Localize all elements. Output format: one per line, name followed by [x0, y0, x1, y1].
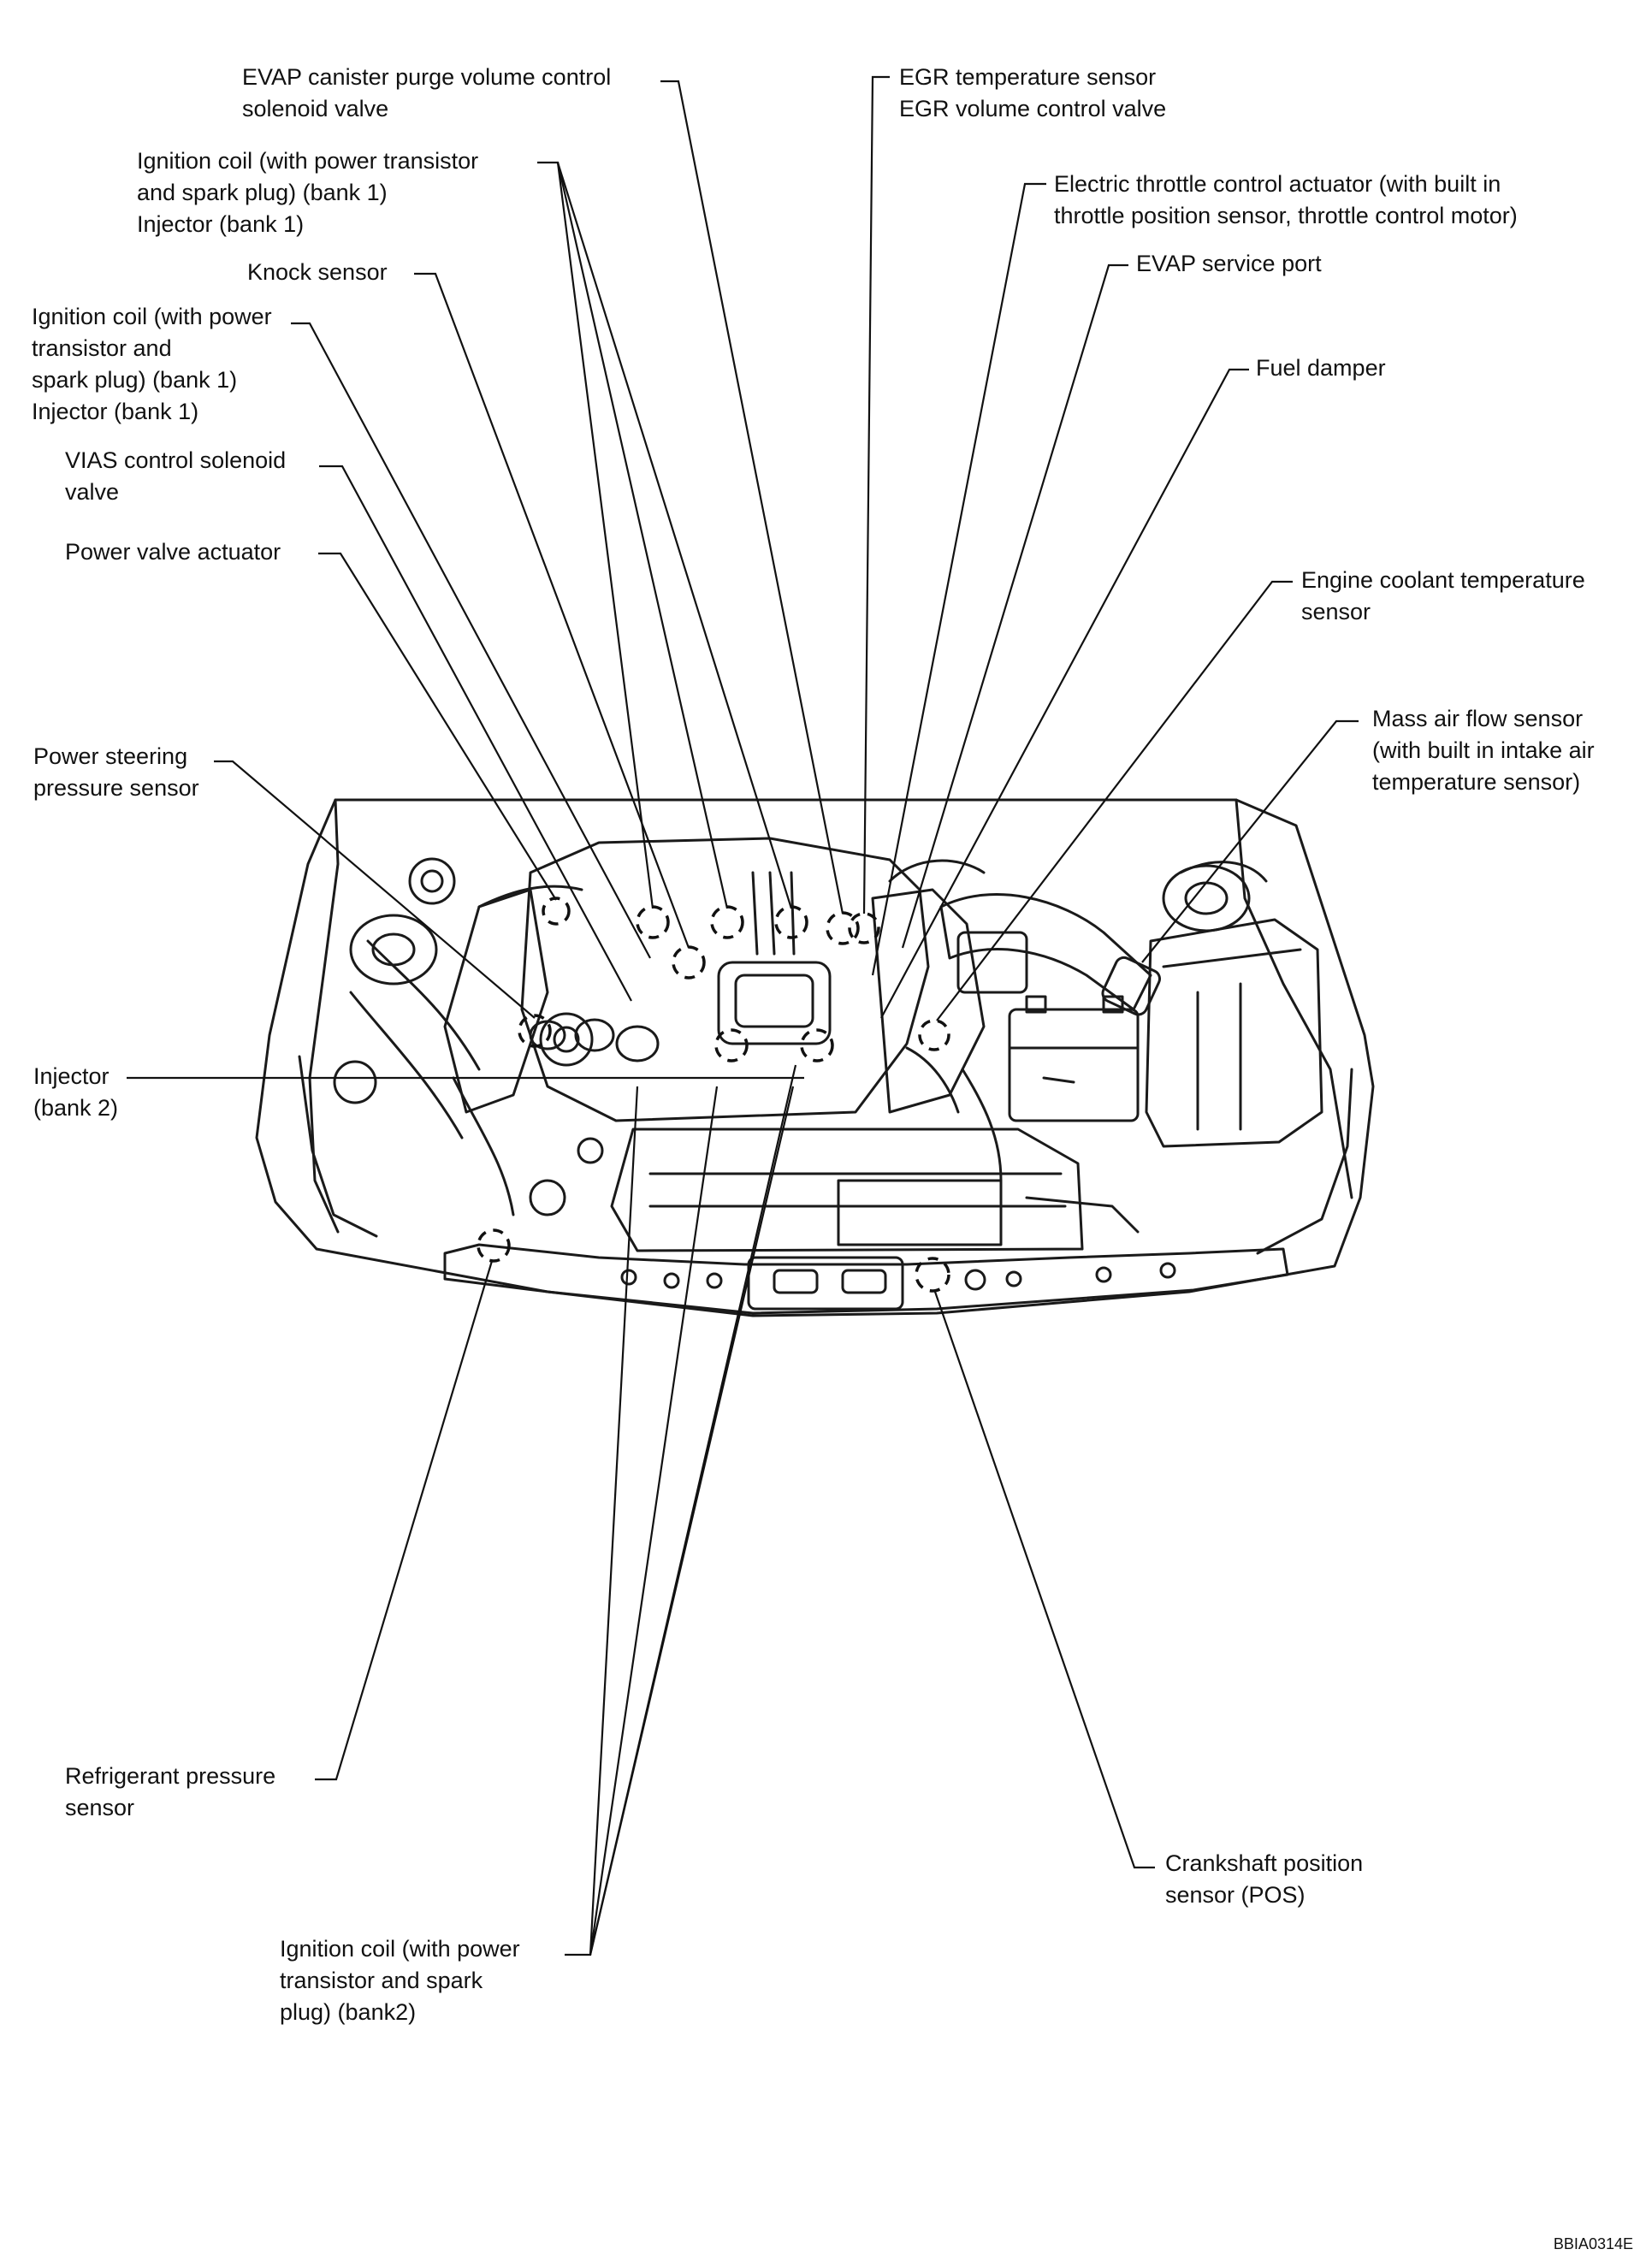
- marker-injector-bank2-a: [714, 1028, 749, 1062]
- label-ignition-coil-bank2: Ignition coil (with power transistor and…: [280, 1936, 520, 2025]
- left-fender-line: [308, 798, 340, 1234]
- strut-tower-right: [1162, 864, 1251, 932]
- leader-power-valve: [318, 552, 557, 901]
- leader-maf: [1141, 719, 1359, 963]
- leader-coil-bank1-a: [537, 161, 654, 909]
- marker-refrigerant: [477, 1228, 511, 1263]
- leader-coil-bank2: [565, 1086, 639, 1956]
- hood-outline: [255, 798, 1375, 1317]
- radiator-support: [443, 1243, 1289, 1315]
- label-injector-bank2: Injector (bank 2): [33, 1063, 119, 1121]
- leader-evap-purge: [660, 80, 844, 914]
- marker-coolant: [918, 1019, 950, 1051]
- leader-coolant: [936, 580, 1293, 1021]
- marker-coil-bank1-c: [636, 905, 670, 939]
- marker-vias: [542, 897, 571, 926]
- fuse-box: [956, 931, 1028, 994]
- label-knock-sensor: Knock sensor: [247, 259, 388, 285]
- right-inner-fender: [1256, 1068, 1353, 1255]
- label-mass-air-flow-sensor: Mass air flow sensor (with built in inta…: [1372, 706, 1595, 795]
- leader-fuel-damper: [880, 368, 1249, 1019]
- label-vias-control-solenoid: VIAS control solenoid valve: [65, 447, 287, 505]
- figure-id: BBIA0314E: [1553, 2235, 1633, 2252]
- label-coolant-temp-sensor: Engine coolant temperature sensor: [1301, 567, 1585, 624]
- leader-evap-port: [901, 263, 1128, 949]
- leader-ps: [214, 760, 536, 1019]
- label-ignition-coil-bank1-b: Ignition coil (with power transistor and…: [32, 304, 272, 424]
- right-fender-line: [1235, 798, 1353, 1199]
- air-cleaner: [1145, 918, 1323, 1148]
- leader-refrigerant: [315, 1260, 494, 1781]
- label-evap-service-port: EVAP service port: [1136, 251, 1322, 276]
- marker-egr: [848, 912, 880, 944]
- leader-egr: [862, 75, 890, 914]
- marker-knock: [672, 945, 706, 980]
- leader-crankshaft: [933, 1291, 1155, 1869]
- ps-reservoir: [539, 1012, 594, 1067]
- leader-knock: [414, 272, 690, 949]
- marker-coil-bank1-b: [710, 905, 744, 939]
- leader-coil-bank1-b: [291, 322, 651, 959]
- strut-tower-left: [349, 914, 438, 986]
- label-ignition-coil-bank1-a: Ignition coil (with power transistor and…: [137, 148, 479, 237]
- marker-power-valve: [518, 1014, 552, 1048]
- label-fuel-damper: Fuel damper: [1256, 355, 1386, 381]
- left-inner-fender: [298, 1055, 378, 1238]
- cylinder-head-right: [871, 888, 986, 1114]
- hood-latch: [747, 1256, 904, 1311]
- marker-crankshaft: [915, 1257, 950, 1293]
- brake-reservoir: [408, 857, 456, 905]
- intake-duct: [939, 893, 1152, 1011]
- label-refrigerant-pressure-sensor: Refrigerant pressure sensor: [65, 1763, 276, 1820]
- label-power-valve-actuator: Power valve actuator: [65, 539, 281, 565]
- label-throttle-actuator: Electric throttle control actuator (with…: [1054, 171, 1518, 228]
- marker-injector-bank2-b: [800, 1028, 834, 1062]
- engine-front-cover: [610, 1128, 1084, 1252]
- battery: [1008, 1008, 1140, 1122]
- washer-cap: [333, 1060, 377, 1104]
- label-power-steering-sensor: Power steering pressure sensor: [33, 743, 199, 801]
- leader-throttle: [871, 182, 1046, 976]
- leader-lines: [127, 75, 1359, 1956]
- engine-bay-illustration: [255, 798, 1375, 1317]
- label-crankshaft-position-sensor: Crankshaft position sensor (POS): [1165, 1850, 1364, 1908]
- leader-vias: [319, 465, 632, 1002]
- label-egr: EGR temperature sensor EGR volume contro…: [899, 64, 1167, 121]
- intake-manifold: [520, 837, 930, 1122]
- throttle-body: [717, 961, 832, 1045]
- label-evap-purge-valve: EVAP canister purge volume control solen…: [242, 64, 612, 121]
